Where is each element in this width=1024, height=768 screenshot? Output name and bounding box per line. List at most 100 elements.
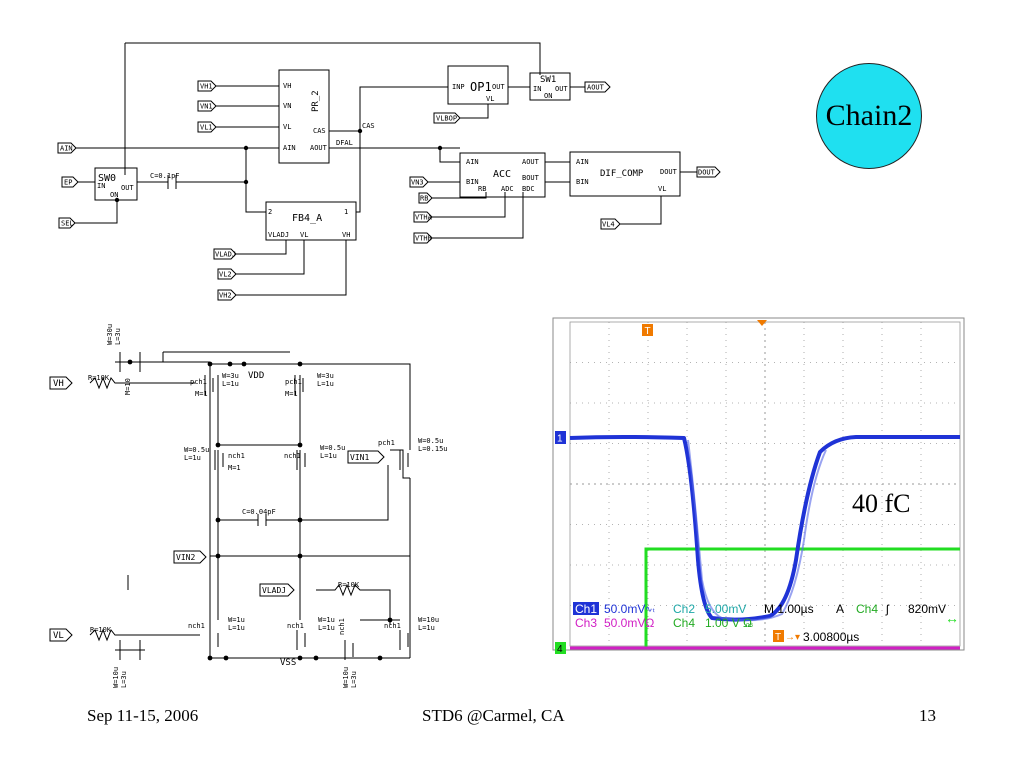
acc-port-bin: BIN [466,178,479,186]
junction-dot [207,361,213,367]
bias-transistor-bottom [115,640,145,660]
label-nch-botr: nch1 [287,622,304,630]
pin-tag [413,232,433,244]
pin-vin2: VIN2 [176,553,195,562]
junction-dot [227,361,233,367]
ch1-coupling-icon: ∿ₜ [645,604,656,614]
label-m-bias: M=10 [124,378,132,395]
junction-dot [127,359,133,365]
block-acc-title: ACC [493,169,511,180]
pin-vn1: VN1 [200,103,213,111]
trigger-source-readout: Ch4 [856,602,878,616]
pin-sel: SEL [61,220,74,228]
junction-dot [297,655,303,661]
label-w-midl: W=0.5u [184,446,209,454]
label-pch-left: pch1 [190,378,207,386]
nmos-right-bot [296,630,306,650]
label-vss: VSS [280,658,296,668]
delay-badge-label: T [775,632,781,643]
chain-badge: Chain2 [816,63,922,169]
label-l-left: L=1u [222,380,239,388]
fb4-port-vh: VH [342,231,350,239]
pr2-port-vl: VL [283,123,291,131]
sw0-port-on: ON [110,191,118,199]
block-diagram [75,42,697,296]
junction-dot [437,145,443,151]
label-l-midr: L=1u [320,452,337,460]
wire-vtha [432,192,506,218]
label-r-vh: R=10K [88,374,110,382]
pin-tag [197,100,217,112]
sw0-port-in: IN [97,182,105,190]
nmos-right-edge [399,630,409,650]
scope-frame [552,317,965,651]
acc-port-aout: AOUT [522,158,540,166]
acc-port-rb: RB [478,185,486,193]
block-sw1-title: SW1 [540,75,556,85]
delay-arrow-icon: →▾ [785,632,800,643]
trigger-position-label: T [645,326,651,337]
label-r-vladj: R=10K [338,581,360,589]
sw1-port-on: ON [544,92,552,100]
ch3-readout-name: Ch3 [575,616,597,630]
nmos-vladj [344,640,354,660]
junction-dot [297,361,303,367]
pin-tag [217,268,237,280]
pin-tag [584,81,611,93]
fb4-port-1: 1 [344,208,348,216]
pin-tag [217,289,237,301]
wire-vlbop [460,104,489,119]
schematic-text: VH VL VIN1 VIN2 VLADJ VDD VSS R=10K R=10… [53,324,448,688]
label-w-botl: W=1u [228,616,245,624]
acc-port-bdc: BDC [522,185,535,193]
pin-aout: AOUT [587,84,605,92]
block-fb4-title: FB4_A [292,213,322,224]
label-cap: C=0.04pF [242,508,276,516]
wire-label-cas: CAS [362,122,375,130]
pin-tag [600,218,621,230]
label-l-edge: L=1u [418,624,435,632]
junction-dot [215,517,221,523]
pr2-port-vn: VN [283,102,291,110]
label-m-right: M=1 [285,390,298,398]
transistor-schematic [89,351,411,660]
sw1-port-out: OUT [555,85,568,93]
pin-vladj: VLADJ [215,251,236,259]
label-w-left: W=3u [222,372,239,380]
pin-tag [57,142,77,154]
wire-vthb [432,192,524,239]
wire-vdd-rail [210,363,411,385]
ch4-readout-name: Ch4 [673,616,695,630]
junction-dot [357,128,363,134]
resistor-vh [89,376,195,390]
footer-date: Sep 11-15, 2006 [87,706,199,725]
label-w-vladj: W=10u [342,667,350,688]
nmos-right-mid [296,450,306,470]
label-l-right: L=1u [317,380,334,388]
block-dif-comp [569,151,681,197]
ch1-ground-label: 1 [557,434,563,445]
pin-vn3: VN3 [411,179,424,187]
pin-ep: EP [64,179,72,187]
wire-vladj [236,240,287,255]
junction-dot [377,655,383,661]
nmos-left-mid [214,450,224,470]
wire-fb-in [245,148,266,213]
block-pr2-title: PR_2 [311,90,321,112]
wire-sel [75,200,118,224]
wire-rail-left [162,352,210,363]
label-l-biasb: L=3u [120,671,128,688]
ch2-readout-scale: 5.00mV [705,602,746,616]
trigger-level-readout: 820mV [908,602,946,616]
cap-label: C=0.1pF [150,172,180,180]
wire-acc-ain [439,148,460,163]
trigger-level-arrow: ↔ [945,610,959,626]
junction-dot [387,617,393,623]
pin-tag [418,192,433,204]
label-m-midl: M=1 [228,464,241,472]
label-l-midl: L=1u [184,454,201,462]
trigger-slope-icon: ʃ [885,602,890,616]
pin-vl4: VL4 [602,221,615,229]
label-r-vl: R=10K [90,626,112,634]
